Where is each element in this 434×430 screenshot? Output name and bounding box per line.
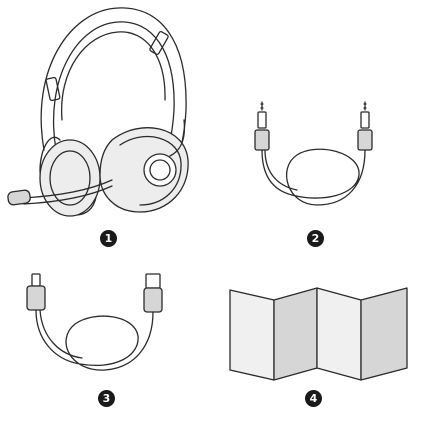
usb-cable-icon [26,273,163,371]
audio-cable-icon [254,101,373,206]
package-item-manual: 4 [217,260,434,430]
item-number-badge: 1 [100,230,117,247]
item-number-badge: 3 [98,390,115,407]
item-number-badge: 4 [305,390,322,407]
manual-icon [229,287,408,381]
item-number-badge: 2 [307,230,324,247]
package-item-headset: 1 [0,0,217,260]
headset-icon [7,7,189,217]
package-item-audio-cable: 2 [217,0,434,260]
package-item-usb-cable: 3 [0,260,217,430]
